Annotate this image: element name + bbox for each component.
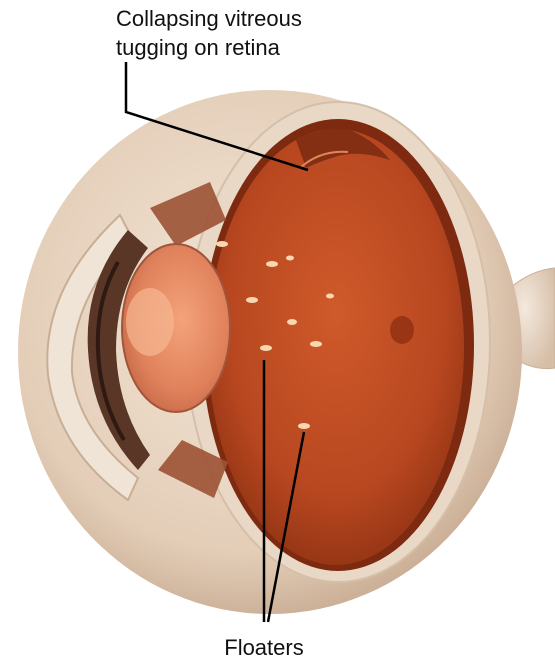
floater: [266, 261, 278, 267]
lens-highlight: [126, 288, 174, 356]
vitreous-label-line1: Collapsing vitreous: [116, 6, 302, 31]
floater: [298, 423, 310, 429]
floaters-label: Floaters: [224, 635, 303, 660]
floater: [310, 341, 322, 347]
vitreous-cavity: [208, 129, 464, 565]
vitreous-label-line2: tugging on retina: [116, 35, 281, 60]
floater: [246, 297, 258, 303]
floater: [260, 345, 272, 351]
macula: [390, 316, 414, 344]
floater: [216, 241, 228, 247]
floater: [287, 319, 297, 325]
floater: [286, 256, 294, 261]
floater: [326, 294, 334, 299]
